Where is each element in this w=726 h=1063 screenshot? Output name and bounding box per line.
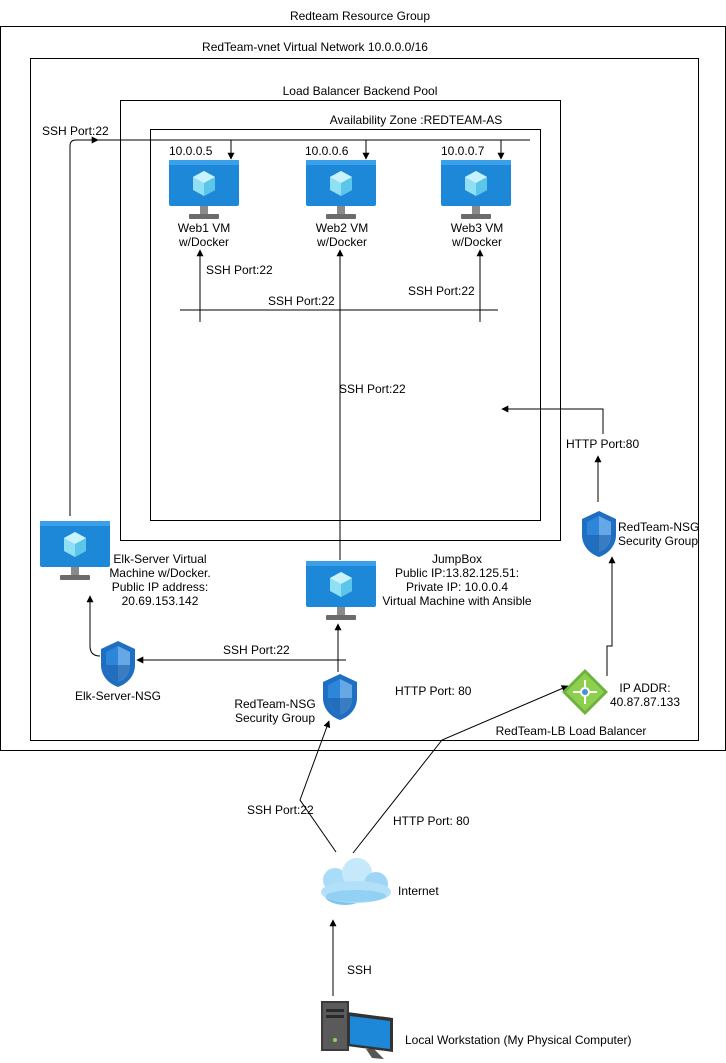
jumpbox-nsg-shield-icon [323, 674, 357, 720]
jumpbox-vm[interactable]: JumpBox Public IP:13.82.125.51: Private … [306, 552, 532, 620]
web2-vm-icon [306, 160, 376, 219]
jumpbox-line-2: Public IP:13.82.125.51: [395, 566, 519, 580]
lb-nsg-line-1: RedTeam-NSG [618, 520, 699, 534]
jumpbox-nsg[interactable]: RedTeam-NSG Security Group [234, 674, 357, 725]
elk-server-vm[interactable]: Elk-Server Virtual Machine w/Docker. Pub… [40, 521, 211, 608]
workstation-computer-icon [321, 1001, 393, 1059]
edge-lb-to-nsg [606, 556, 616, 676]
label-http-internet: HTTP Port: 80 [393, 814, 470, 828]
vnet-box [30, 58, 699, 741]
elk-vm-icon [40, 521, 110, 580]
lb-nsg-shield-icon [582, 511, 616, 557]
elk-line-2: Machine w/Docker. [109, 566, 210, 580]
label-ssh-internet: SSH Port:22 [247, 803, 314, 817]
web3-ip: 10.0.0.7 [441, 144, 485, 158]
web3-name: Web3 VM [451, 221, 503, 235]
web3-vm[interactable]: 10.0.0.7 Web3 VM w/Docker [441, 144, 511, 249]
edge-internet-to-nsg [299, 720, 337, 853]
label-http-mid: HTTP Port: 80 [395, 684, 472, 698]
lb-nsg-line-2: Security Group [618, 534, 698, 548]
edge-http-into-az [501, 405, 604, 434]
web3-vm-icon [441, 160, 511, 219]
elk-nsg-shield-icon [101, 641, 135, 687]
cloud-icon [321, 858, 391, 905]
label-ssh-web1: SSH Port:22 [206, 263, 273, 277]
elk-line-3: Public IP address: [112, 580, 209, 594]
label-http-az: HTTP Port:80 [566, 437, 639, 451]
jumpbox-line-4: Virtual Machine with Ansible [382, 594, 532, 608]
jumpbox-line-1: JumpBox [432, 552, 482, 566]
edge-internet-to-lb [352, 685, 569, 854]
web1-name: Web1 VM [178, 221, 230, 235]
lb-ip-line-2: 40.87.87.133 [610, 695, 680, 709]
jumpbox-line-3: Private IP: 10.0.0.4 [406, 580, 508, 594]
lb-name: RedTeam-LB Load Balancer [496, 724, 647, 738]
web2-ip: 10.0.0.6 [305, 144, 349, 158]
elk-line-4: 20.69.153.142 [122, 594, 199, 608]
web1-vm[interactable]: 10.0.0.5 Web1 VM w/Docker [169, 144, 239, 249]
web1-vm-icon [169, 160, 239, 219]
web3-sub: w/Docker [451, 235, 502, 249]
jumpbox-vm-icon [306, 561, 376, 620]
internet[interactable]: Internet [321, 858, 439, 905]
jumpbox-nsg-line-2: Security Group [235, 711, 315, 725]
label-ssh-workstation: SSH [347, 963, 372, 977]
backend-pool-title: Load Balancer Backend Pool [283, 84, 438, 98]
web1-ip: 10.0.0.5 [169, 144, 213, 158]
local-workstation[interactable]: Local Workstation (My Physical Computer) [321, 1001, 632, 1059]
edge-elk-nsg-to-elk [86, 595, 101, 657]
connectors [69, 136, 616, 996]
load-balancer[interactable]: IP ADDR: 40.87.87.133 RedTeam-LB Load Ba… [496, 669, 681, 738]
vnet-title: RedTeam-vnet Virtual Network 10.0.0.0/16 [202, 40, 428, 54]
elk-line-1: Elk-Server Virtual [113, 552, 206, 566]
availability-zone-title: Availability Zone :REDTEAM-AS [330, 113, 503, 127]
web1-sub: w/Docker [178, 235, 229, 249]
jumpbox-nsg-line-1: RedTeam-NSG [234, 697, 315, 711]
web2-sub: w/Docker [316, 235, 367, 249]
web2-vm[interactable]: 10.0.0.6 Web2 VM w/Docker [305, 144, 376, 249]
resource-group-title: Redteam Resource Group [290, 9, 430, 23]
label-ssh-bus: SSH Port:22 [268, 294, 335, 308]
web2-name: Web2 VM [316, 221, 368, 235]
label-ssh-jump-up: SSH Port:22 [339, 382, 406, 396]
lb-ip-line-1: IP ADDR: [619, 681, 670, 695]
load-balancer-icon [562, 669, 608, 715]
label-ssh-web3: SSH Port:22 [408, 284, 475, 298]
availability-zone-box [150, 129, 541, 521]
internet-label: Internet [398, 884, 439, 898]
lb-nsg[interactable]: RedTeam-NSG Security Group [582, 511, 699, 557]
label-ssh-elk: SSH Port:22 [223, 643, 290, 657]
elk-nsg-label: Elk-Server-NSG [75, 689, 161, 703]
elk-nsg[interactable]: Elk-Server-NSG [75, 641, 161, 703]
edge-elk-to-top [69, 136, 99, 516]
workstation-label: Local Workstation (My Physical Computer) [405, 1033, 632, 1047]
label-ssh-top: SSH Port:22 [42, 124, 109, 138]
